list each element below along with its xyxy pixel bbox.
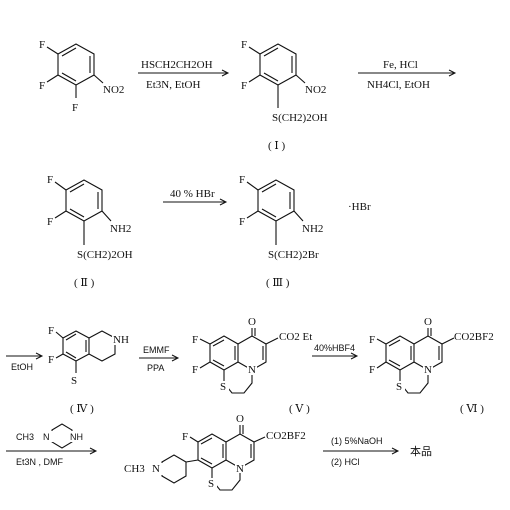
arrow-5: EMMF PPA xyxy=(139,345,180,373)
cpd1-atom-no2: NO2 xyxy=(305,84,326,96)
cpd1-atom-f2: F xyxy=(241,80,247,92)
cpd3-salt: ·HBr xyxy=(348,201,371,213)
final-product: 本品 xyxy=(410,444,432,458)
cpd6-atom-f2: F xyxy=(369,364,375,376)
cpd7-atom-f: F xyxy=(182,431,188,443)
arrow-6: 40%HBF4 xyxy=(312,343,359,360)
cpd1-atom-f1: F xyxy=(241,39,247,51)
reagent-methyl: CH3 xyxy=(16,432,34,442)
arrow-4: EtOH xyxy=(6,352,44,372)
cpd3-label: ( Ⅲ ) xyxy=(266,277,290,289)
reagent-n-methylpiperazine: CH3 N NH xyxy=(16,423,84,449)
sm-atom-no2: NO2 xyxy=(103,84,124,96)
cpd4-atom-s: S xyxy=(71,375,77,387)
cpd5-atom-f1: F xyxy=(192,334,198,346)
arrow-5-above: EMMF xyxy=(143,345,170,355)
cpd7-atom-ester: CO2BF2 xyxy=(266,430,306,442)
cpd3-atom-side: S(CH2)2Br xyxy=(268,249,319,261)
arrow-8-above: (1) 5%NaOH xyxy=(331,436,383,446)
sm-atom-f2: F xyxy=(39,80,45,92)
compound-4: F F NH S ( Ⅳ ) xyxy=(48,325,130,415)
cpd6-atom-n: N xyxy=(424,364,432,376)
cpd3-atom-nh2: NH2 xyxy=(302,223,323,235)
cpd6-atom-ester: CO2BF2 xyxy=(454,331,494,343)
cpd2-atom-side: S(CH2)2OH xyxy=(77,249,133,261)
cpd6-atom-f1: F xyxy=(369,334,375,346)
cpd5-atom-n: N xyxy=(248,364,256,376)
compound-1: F F NO2 S(CH2)2OH ( Ⅰ ) xyxy=(241,39,328,152)
cpd1-label: ( Ⅰ ) xyxy=(268,140,286,152)
cpd5-atom-o: O xyxy=(248,316,256,328)
cpd5-atom-f2: F xyxy=(192,364,198,376)
arrow-3-above: 40 % HBr xyxy=(170,188,215,200)
cpd5-atom-s: S xyxy=(220,381,226,393)
compound-6: O CO2BF2 F F N S ( Ⅵ ) xyxy=(369,316,494,415)
cpd5-atom-ester: CO2 Et xyxy=(279,331,312,343)
arrow-6-above: 40%HBF4 xyxy=(314,343,355,353)
cpd4-atom-f2: F xyxy=(48,354,54,366)
compound-5: O CO2 Et F F N S ( Ⅴ ) xyxy=(192,316,312,415)
arrow-7-below: Et3N , DMF xyxy=(16,457,64,467)
arrow-1-above: HSCH2CH2OH xyxy=(141,59,213,71)
cpd5-label: ( Ⅴ ) xyxy=(289,403,310,415)
cpd6-atom-s: S xyxy=(396,381,402,393)
arrow-5-below: PPA xyxy=(147,363,164,373)
arrow-8-below: (2) HCl xyxy=(331,457,360,467)
arrow-7: Et3N , DMF xyxy=(6,447,98,467)
arrow-1: HSCH2CH2OH Et3N, EtOH xyxy=(138,59,230,91)
cpd7-atom-ch3: CH3 xyxy=(124,463,145,475)
reagent-nh: NH xyxy=(70,432,83,442)
starting-material: F F F NO2 xyxy=(39,39,124,114)
arrow-3: 40 % HBr xyxy=(163,188,228,206)
cpd3-atom-f1: F xyxy=(239,174,245,186)
arrow-4-below: EtOH xyxy=(11,362,33,372)
cpd4-atom-nh: NH xyxy=(113,334,129,346)
arrow-2: Fe, HCl NH4Cl, EtOH xyxy=(358,59,457,91)
reagent-n: N xyxy=(43,432,50,442)
arrow-8: (1) 5%NaOH (2) HCl xyxy=(323,436,400,467)
cpd4-atom-f1: F xyxy=(48,325,54,337)
cpd2-atom-nh2: NH2 xyxy=(110,223,131,235)
compound-7: O CO2BF2 F N N CH3 S xyxy=(124,413,306,491)
arrow-1-below: Et3N, EtOH xyxy=(146,79,200,91)
sm-atom-f1: F xyxy=(39,39,45,51)
cpd3-atom-f2: F xyxy=(239,216,245,228)
cpd7-atom-n-pip: N xyxy=(152,463,160,475)
cpd2-atom-f2: F xyxy=(47,216,53,228)
arrow-2-above: Fe, HCl xyxy=(383,59,418,71)
cpd7-atom-n-ring: N xyxy=(236,463,244,475)
sm-atom-f3: F xyxy=(72,102,78,114)
arrow-2-below: NH4Cl, EtOH xyxy=(367,79,430,91)
compound-2: F F NH2 S(CH2)2OH ( Ⅱ ) xyxy=(47,174,133,289)
cpd7-atom-s: S xyxy=(208,478,214,490)
cpd1-atom-side: S(CH2)2OH xyxy=(272,112,328,124)
cpd7-atom-o: O xyxy=(236,413,244,425)
cpd6-label: ( Ⅵ ) xyxy=(460,403,484,415)
cpd4-label: ( Ⅳ ) xyxy=(70,403,94,415)
compound-3: F F NH2 S(CH2)2Br ( Ⅲ ) ·HBr xyxy=(239,174,371,289)
cpd2-atom-f1: F xyxy=(47,174,53,186)
cpd2-label: ( Ⅱ ) xyxy=(74,277,95,289)
cpd6-atom-o: O xyxy=(424,316,432,328)
